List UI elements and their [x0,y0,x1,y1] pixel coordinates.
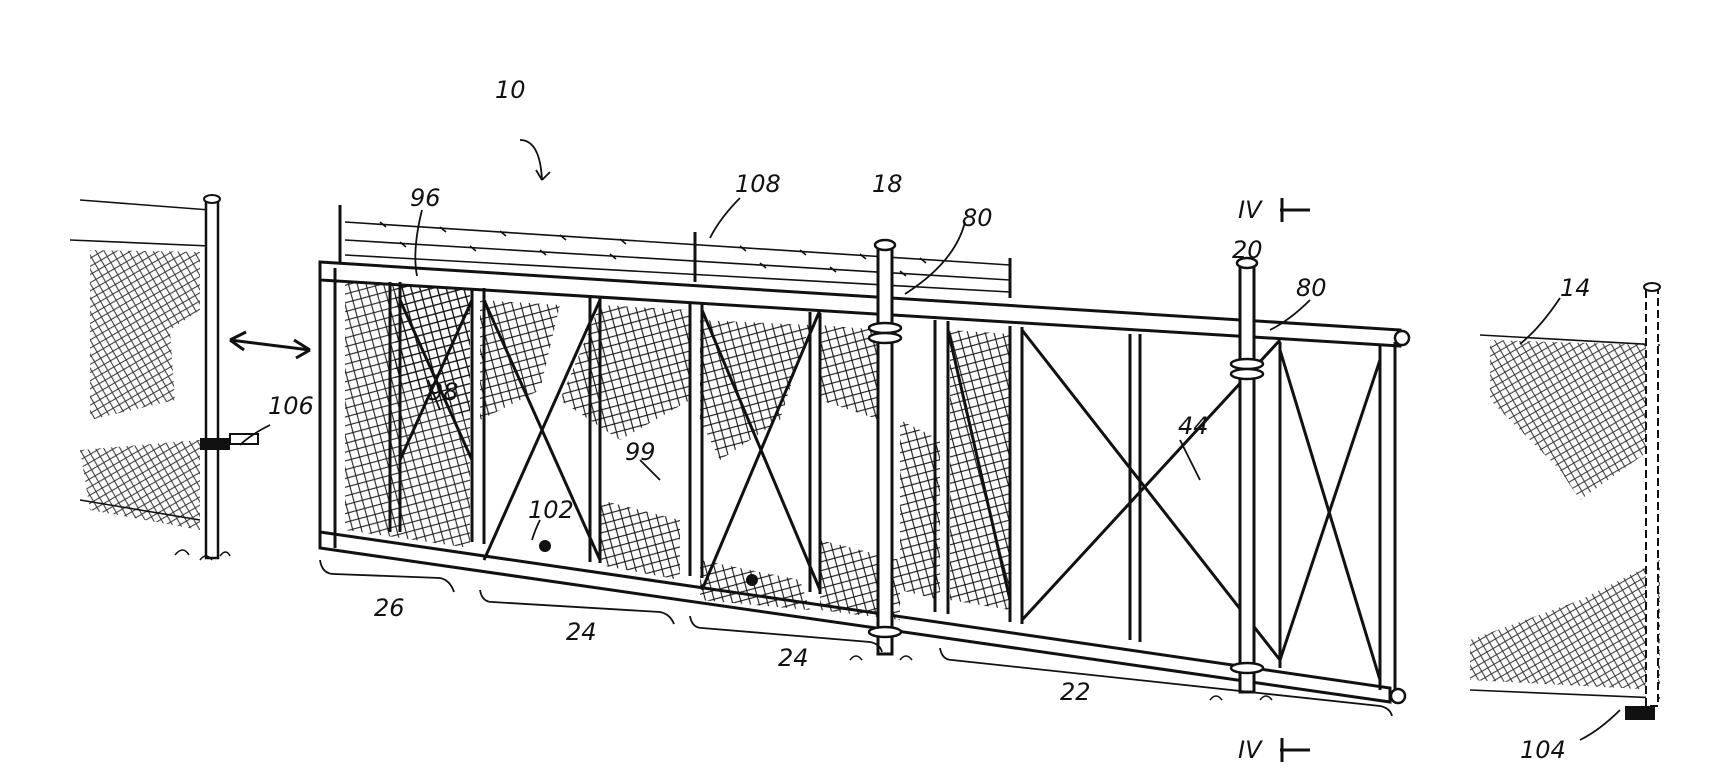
movement-arrow [230,332,310,358]
label-102: 102 [528,496,574,524]
label-44: 44 [1178,412,1209,440]
left-mesh-top [90,250,200,420]
label-section-bottom: IV [1238,736,1263,764]
leader-104 [1580,710,1620,740]
leader-10 [520,140,550,180]
label-99: 99 [625,438,656,466]
left-post [206,198,218,558]
label-24-a: 24 [566,618,597,646]
latch-106 [200,438,230,450]
label-106: 106 [268,392,314,420]
label-104: 104 [1520,736,1566,764]
leader-108 [710,198,740,238]
section-marker-top [1280,198,1310,222]
leader-96 [415,210,422,276]
right-fence-section [1470,283,1660,720]
left-fence-section [70,195,258,560]
label-80-a: 80 [962,204,993,232]
stop-104 [1625,706,1655,720]
label-26: 26 [374,594,405,622]
label-22: 22 [1060,678,1091,706]
label-96: 96 [410,184,441,212]
label-80-b: 80 [1296,274,1327,302]
label-18: 18 [872,170,903,198]
label-98: 98 [428,378,459,406]
label-10: 10 [495,76,526,104]
label-14: 14 [1560,274,1591,302]
label-108: 108 [735,170,781,198]
leader-44 [1180,440,1200,480]
label-24-b: 24 [778,644,809,672]
section-marker-bottom [1280,738,1310,762]
label-section-top: IV [1238,196,1263,224]
label-20: 20 [1232,236,1263,264]
